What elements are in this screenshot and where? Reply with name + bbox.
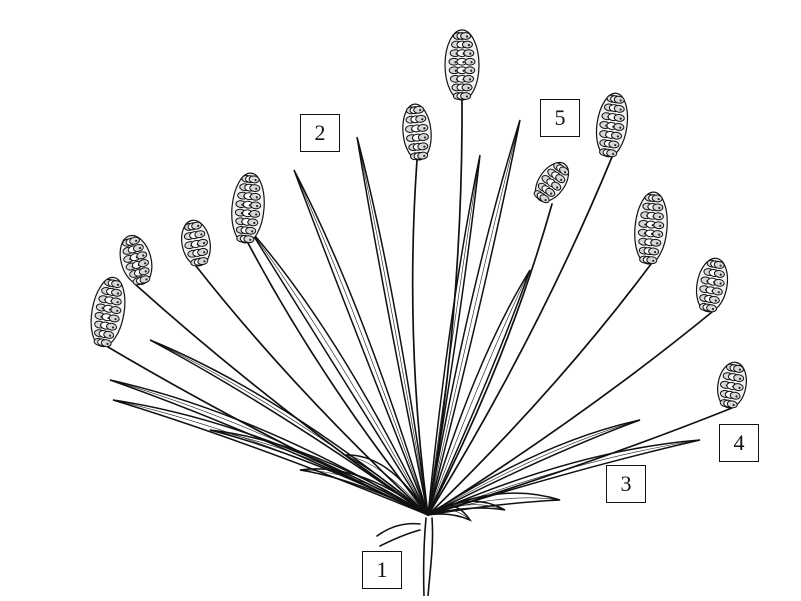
floret [250, 184, 261, 192]
floret [648, 248, 659, 256]
flower-spike [593, 91, 632, 159]
leaf [150, 340, 428, 515]
floret [647, 256, 658, 264]
floret [244, 235, 255, 243]
leaf [428, 120, 520, 515]
flower-spike [229, 172, 267, 245]
label-3-leaf: 3 [606, 465, 646, 503]
floret-dot [467, 87, 469, 89]
flower-spike [714, 360, 750, 410]
leaf-midrib [113, 400, 428, 515]
floret-dot [468, 44, 470, 46]
floret [464, 75, 474, 82]
floret [651, 239, 662, 247]
flower-spike [632, 191, 670, 266]
floret-dot [470, 70, 472, 72]
floret [461, 93, 471, 100]
flower-spike [86, 275, 130, 349]
floret-dot [469, 53, 471, 55]
floret [249, 210, 260, 218]
floret-dot [469, 78, 471, 80]
flower-spike [693, 256, 732, 314]
leaves [110, 120, 700, 520]
floret [250, 193, 261, 201]
floret [418, 133, 429, 141]
flower-spike [445, 30, 479, 100]
floret [413, 106, 424, 114]
floret [653, 221, 664, 229]
floret-dot [466, 95, 468, 97]
floret [462, 84, 472, 91]
floret [415, 115, 426, 123]
floret [248, 219, 259, 227]
flower-stalks [108, 100, 732, 515]
floret [462, 41, 472, 48]
floret [653, 204, 664, 212]
label-2-leaf: 2 [300, 114, 340, 152]
floret [418, 124, 429, 132]
leaf [113, 400, 428, 515]
flower-spikes [86, 30, 750, 410]
floret-dot [466, 35, 468, 37]
flower-spike [529, 157, 576, 208]
label-4-spike: 4 [719, 424, 759, 462]
floret [465, 67, 475, 74]
floret [465, 58, 475, 65]
floret [464, 50, 474, 57]
leaf-midrib [150, 340, 428, 515]
floret [653, 212, 664, 220]
leaf-midrib [428, 120, 520, 515]
floret-dot [454, 61, 456, 63]
floret [461, 33, 471, 40]
floret [245, 227, 256, 235]
floret-dot [470, 61, 472, 63]
floret [417, 152, 428, 160]
floret [249, 176, 260, 184]
label-1-root: 1 [362, 551, 402, 589]
flower-spike [115, 232, 157, 288]
floret [652, 195, 663, 203]
floret [652, 230, 663, 238]
flower-spike [401, 103, 434, 161]
flower-spike [178, 218, 214, 268]
floret [418, 143, 429, 151]
label-5-spike: 5 [540, 99, 580, 137]
floret-dot [462, 61, 464, 63]
floret [250, 202, 261, 210]
